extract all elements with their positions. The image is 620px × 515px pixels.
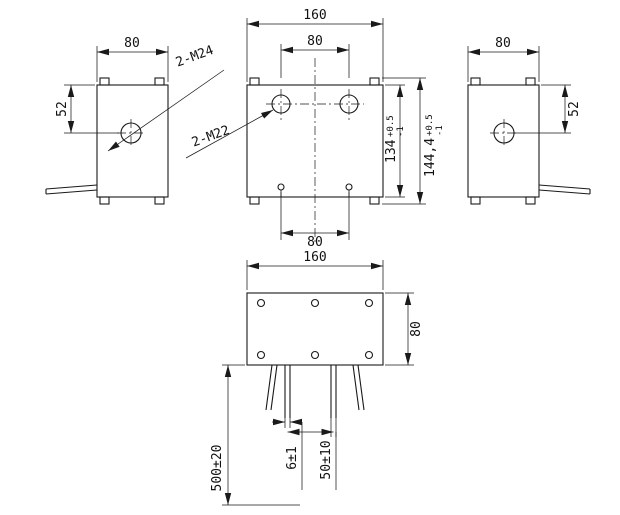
dim-front-overall-height-tol-minus: -1 <box>435 125 445 136</box>
left-side-view: 80 52 2-M24 <box>45 36 225 205</box>
dim-bottom-width: 80 <box>409 321 424 337</box>
dim-lead-diameter: 6±1 <box>285 446 300 469</box>
left-view-dimensions <box>64 46 225 152</box>
front-view: 160 80 80 2-M22 134 +0.5 -1 144,4 +0.5 -… <box>185 8 445 250</box>
dim-bottom-length: 160 <box>303 250 326 265</box>
dim-front-body-height: 134 <box>384 139 399 163</box>
dim-front-body-height-group: 134 +0.5 -1 <box>384 115 406 163</box>
dim-front-hole-spacing-bottom: 80 <box>307 235 323 250</box>
dim-front-overall-height-group: 144,4 +0.5 -1 <box>423 114 445 177</box>
dim-front-body-height-tol-minus: -1 <box>396 126 406 137</box>
lead-wires-outer <box>265 364 365 411</box>
right-view-dimensions <box>467 46 571 134</box>
centerline <box>117 119 146 148</box>
bottom-view-outline <box>246 292 384 418</box>
left-view-outline <box>45 77 169 205</box>
pilot-hole-right <box>345 183 353 191</box>
pilot-hole-left <box>277 183 285 191</box>
dim-right-hole-offset: 52 <box>567 101 582 117</box>
lead-wire-right <box>538 184 591 195</box>
bottom-view-dimensions <box>222 260 414 506</box>
centerlines <box>266 58 364 245</box>
dim-front-body-height-tol-plus: +0.5 <box>386 115 396 137</box>
dim-lead-spacing: 50±10 <box>319 440 334 479</box>
dim-left-hole-offset: 52 <box>55 101 70 117</box>
thread-callout-m24: 2-M24 <box>174 43 216 71</box>
lead-wires-inner <box>284 365 337 418</box>
dim-lead-length: 500±20 <box>210 445 225 492</box>
right-view-outline <box>467 77 591 205</box>
thread-leader-line <box>185 109 274 159</box>
dim-front-overall-height-tol-plus: +0.5 <box>425 114 435 136</box>
thread-callout-m22: 2-M22 <box>190 123 232 150</box>
dim-front-overall-height: 144,4 <box>423 138 438 177</box>
centerline <box>490 119 518 148</box>
front-view-dimensions <box>185 18 426 240</box>
dim-left-width: 80 <box>124 36 140 51</box>
right-side-view: 80 52 <box>467 36 591 205</box>
bottom-view: 160 80 500±20 6±1 50±10 <box>210 250 424 506</box>
dim-right-width: 80 <box>495 36 511 51</box>
dim-front-hole-spacing-top: 80 <box>307 34 323 49</box>
lead-wire-left <box>45 184 98 195</box>
dim-front-width: 160 <box>303 8 326 23</box>
thread-leader-line <box>107 69 225 152</box>
